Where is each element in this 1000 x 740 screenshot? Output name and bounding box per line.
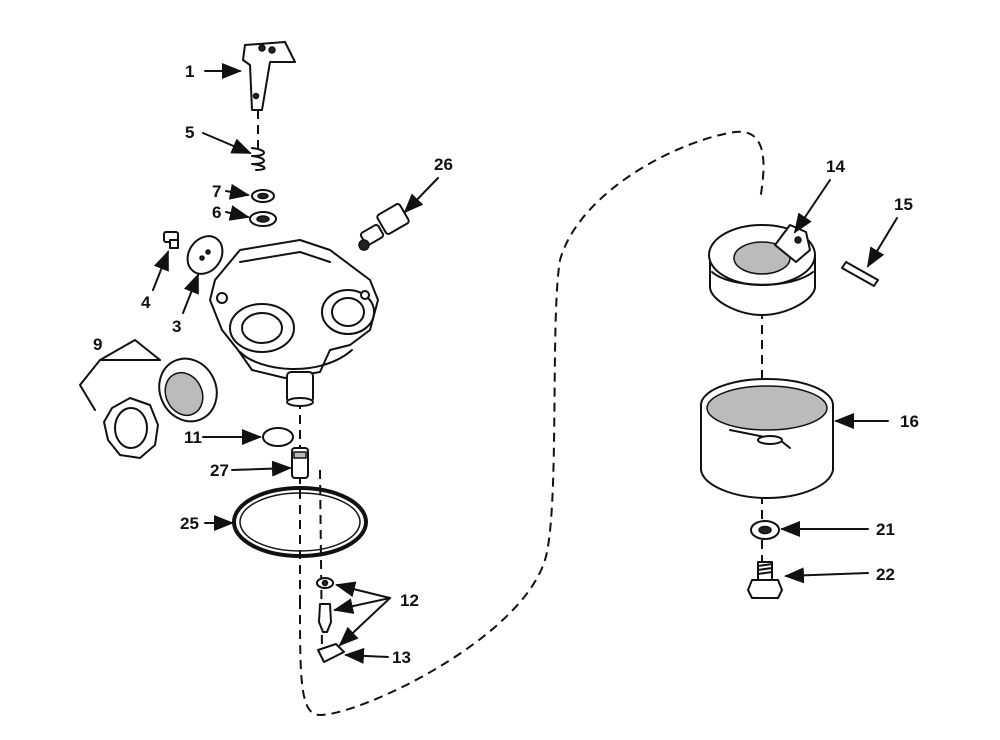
callout-26: 26 (434, 155, 453, 174)
float-pin-part (317, 643, 345, 663)
callout-27: 27 (210, 461, 229, 480)
throttle-lever-part (242, 41, 296, 111)
callout-4: 4 (141, 293, 151, 312)
float-shaft-part (841, 261, 879, 287)
callout-6: 6 (212, 203, 221, 222)
carburetor-body (209, 239, 379, 407)
fuel-fitting-part (358, 203, 410, 251)
primer-bulb-part (158, 357, 218, 423)
callout-15: 15 (894, 195, 913, 214)
gasket-ring-part (232, 486, 368, 558)
callout-5: 5 (185, 123, 194, 142)
callout-9: 9 (93, 335, 102, 354)
tube-part (291, 447, 309, 479)
fuel-path-dashed-line (299, 130, 765, 717)
bowl-nut-part (747, 561, 783, 599)
float-part (708, 224, 816, 316)
callout-13: 13 (392, 648, 411, 667)
needle-part (318, 603, 332, 633)
float-bowl-part (700, 378, 834, 499)
throttle-plate-part (186, 235, 224, 275)
callout-7: 7 (212, 182, 221, 201)
screw-part (163, 231, 179, 249)
callout-11: 11 (184, 428, 202, 447)
callout-12: 12 (400, 591, 419, 610)
callout-21: 21 (876, 520, 895, 539)
callout-25: 25 (180, 514, 199, 533)
callout-14: 14 (826, 157, 845, 176)
disc-part (262, 427, 294, 447)
callout-22: 22 (876, 565, 895, 584)
callout-16: 16 (900, 412, 919, 431)
callout-1: 1 (185, 62, 194, 81)
callout-3: 3 (172, 317, 181, 336)
spring-part (251, 147, 266, 171)
primer-retainer-part (103, 397, 159, 459)
